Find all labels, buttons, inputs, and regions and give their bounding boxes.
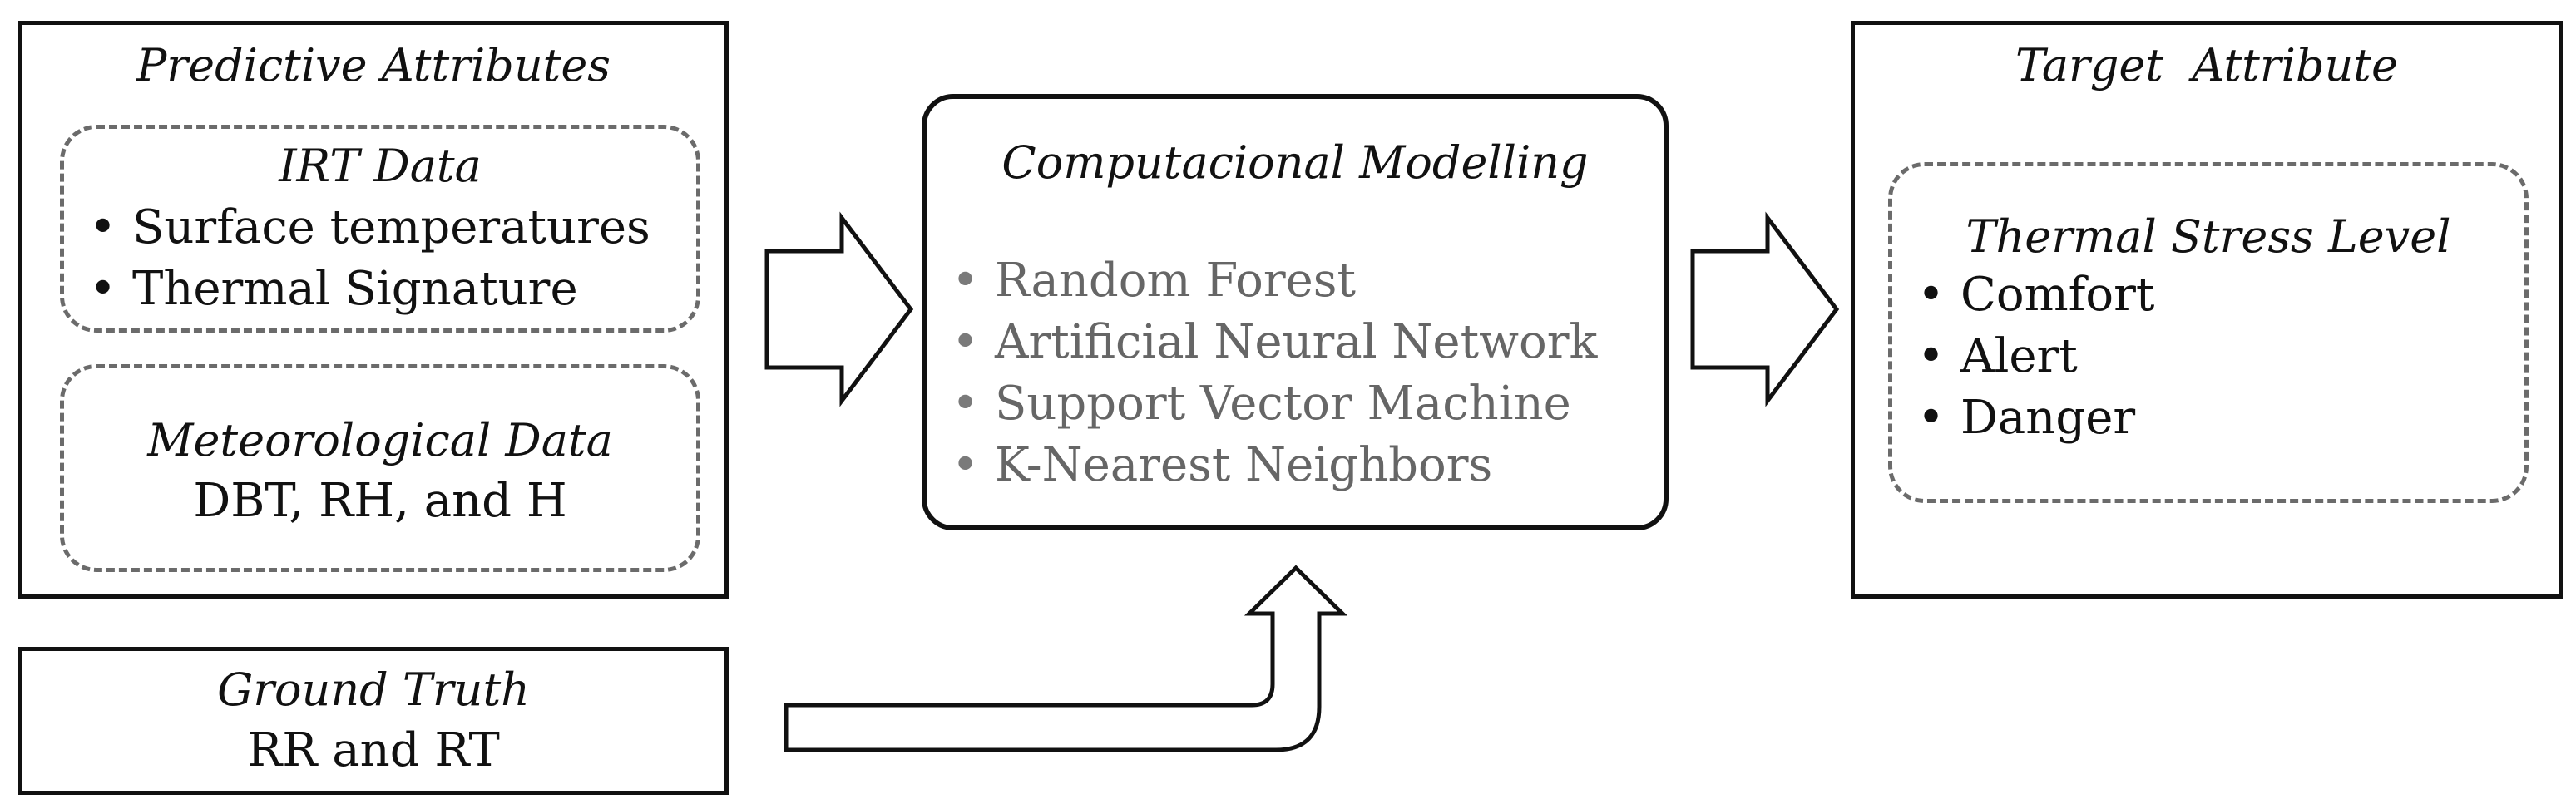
list-item: K-Nearest Neighbors	[927, 435, 1597, 496]
ground-truth-value: RR and RT	[247, 723, 500, 777]
computational-modelling-box: Computacional Modelling Random Forest Ar…	[922, 94, 1669, 530]
list-item: Surface temperatures	[64, 197, 650, 259]
thermal-stress-title: Thermal Stress Level	[1965, 210, 2451, 263]
irt-data-list: Surface temperatures Thermal Signature	[64, 197, 650, 320]
right-arrow-icon	[764, 211, 914, 407]
thermal-stress-box: Thermal Stress Level Comfort Alert Dange…	[1888, 162, 2529, 503]
irt-data-title: IRT Data	[279, 140, 482, 192]
predictive-attributes-title: Predictive Attributes	[136, 39, 611, 91]
target-attribute-box: Target Attribute Thermal Stress Level Co…	[1851, 21, 2563, 599]
ground-truth-box: Ground Truth RR and RT	[18, 647, 729, 795]
meteorological-data-box: Meteorological Data DBT, RH, and H	[60, 364, 700, 572]
ground-truth-title: Ground Truth	[217, 663, 530, 716]
predictive-attributes-box: Predictive Attributes IRT Data Surface t…	[18, 21, 729, 599]
curved-up-arrow-icon	[784, 565, 1348, 752]
list-item: Alert	[1892, 326, 2154, 387]
thermal-stress-list: Comfort Alert Danger	[1892, 264, 2154, 449]
meteorological-data-title: Meteorological Data	[147, 414, 613, 466]
list-item: Thermal Signature	[64, 259, 650, 320]
list-item: Random Forest	[927, 250, 1597, 312]
target-attribute-title: Target Attribute	[2015, 39, 2398, 91]
list-item: Comfort	[1892, 264, 2154, 326]
list-item: Support Vector Machine	[927, 373, 1597, 435]
meteorological-data-value: DBT, RH, and H	[193, 474, 567, 528]
list-item: Artificial Neural Network	[927, 312, 1597, 373]
irt-data-box: IRT Data Surface temperatures Thermal Si…	[60, 125, 700, 333]
computational-modelling-title: Computacional Modelling	[1001, 136, 1589, 189]
list-item: Danger	[1892, 387, 2154, 449]
model-list: Random Forest Artificial Neural Network …	[927, 250, 1597, 496]
right-arrow-icon	[1690, 211, 1840, 407]
